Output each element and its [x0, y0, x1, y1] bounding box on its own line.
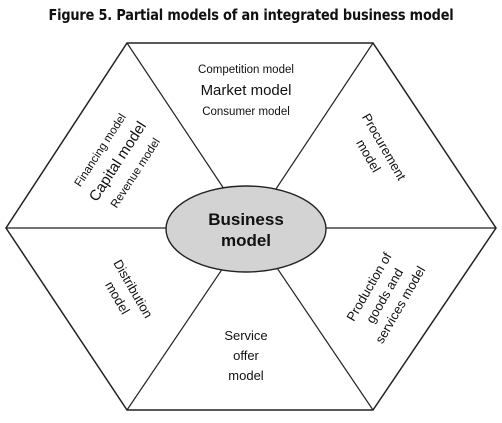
center-label-line2: model	[221, 231, 271, 250]
market-model-label: Market model	[201, 82, 292, 99]
service-offer-label-line1: Service	[224, 328, 267, 343]
figure-title: Figure 5. Partial models of an integrate…	[48, 6, 454, 24]
service-offer-label-line3: model	[228, 368, 264, 383]
center-label-line1: Business	[208, 210, 284, 229]
competition-model-label: Competition model	[198, 64, 294, 76]
center-ellipse	[165, 185, 327, 273]
service-offer-label-line2: offer	[233, 348, 259, 363]
consumer-model-label: Consumer model	[202, 106, 290, 118]
